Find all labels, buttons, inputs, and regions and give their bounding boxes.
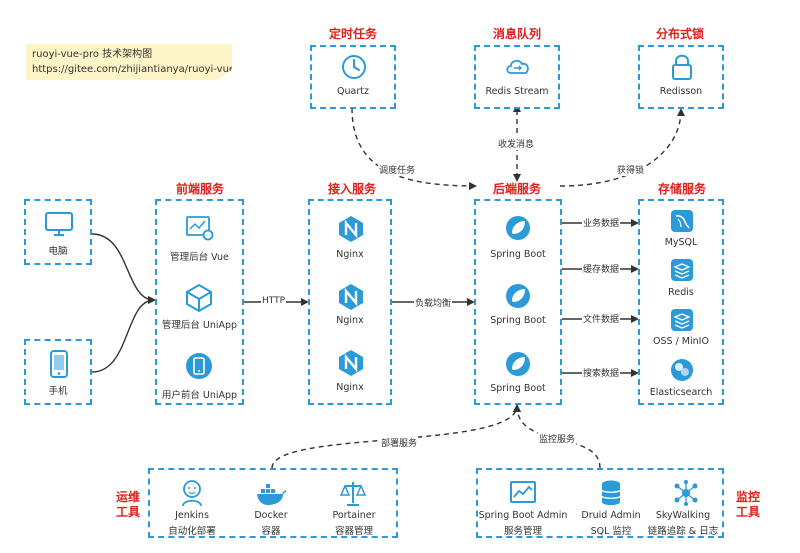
frontend-item-uniapp-user: 用户前台 UniApp (161, 390, 238, 401)
storage-title: 存储服务 (657, 182, 706, 196)
quartz-label: Quartz (337, 86, 369, 97)
cube-icon (186, 283, 212, 313)
monitor-icon (45, 212, 73, 236)
edge-label-deploy: 部署服务 (380, 436, 419, 449)
edge-label-schedule: 调度任务 (378, 163, 417, 176)
chart-window-icon (510, 481, 536, 503)
mobile-app-icon (186, 353, 212, 379)
druid-admin-desc: SQL 监控 (590, 526, 632, 537)
nginx-label-1: Nginx (336, 249, 364, 260)
database-icon (601, 480, 621, 505)
monitoring-title-line2: 工具 (735, 505, 760, 519)
storage-box: MySQL Redis OSS / MinIO Elasticsearch (638, 199, 724, 405)
client-phone-box: 手机 (24, 339, 92, 405)
group-title-mq: 消息队列 (492, 27, 541, 41)
lock-icon (672, 54, 692, 80)
nginx-label-2: Nginx (336, 315, 364, 326)
portainer-desc: 容器管理 (334, 526, 373, 537)
oss-storage-icon (671, 309, 693, 331)
ops-title-line1: 运维 (115, 490, 140, 504)
nginx-icon (339, 284, 363, 310)
druid-admin-label: Druid Admin (581, 510, 641, 521)
note-url: https://gitee.com/zhijiantianya/ruoyi-vu… (32, 64, 256, 75)
group-title-scheduler: 定时任务 (328, 27, 377, 41)
gateway-title: 接入服务 (327, 182, 376, 196)
note-title: ruoyi-vue-pro 技术架构图 (32, 49, 153, 60)
edge-label-cache-data: 缓存数据 (582, 262, 621, 275)
mysql-icon (671, 210, 693, 232)
spring-boot-icon (506, 352, 530, 376)
redis-label: Redis (668, 287, 694, 298)
nginx-icon (339, 350, 363, 376)
frontend-title: 前端服务 (175, 182, 224, 196)
monitoring-title: 监控 工具 (728, 490, 768, 520)
redisson-label: Redisson (659, 86, 703, 97)
network-icon (674, 480, 698, 506)
spring-boot-label-2: Spring Boot (490, 315, 546, 326)
spring-boot-label-3: Spring Boot (490, 383, 546, 394)
admin-dashboard-icon (186, 216, 214, 241)
ops-tools-box: Jenkins 自动化部署 Docker 容器 Portainer 容器管理 (148, 468, 398, 538)
ops-title-line2: 工具 (115, 505, 140, 519)
edge-label-acquire-lock: 获得锁 (616, 163, 646, 176)
clock-icon (342, 55, 366, 79)
spring-boot-label-1: Spring Boot (490, 249, 546, 260)
redis-icon (671, 259, 693, 281)
docker-icon (257, 484, 287, 505)
backend-title: 后端服务 (492, 182, 541, 196)
skywalking-label: SkyWalking (655, 510, 711, 521)
portainer-label: Portainer (332, 510, 376, 521)
docker-label: Docker (254, 510, 288, 521)
edge-label-file-data: 文件数据 (582, 312, 621, 325)
edge-label-send-receive: 收发消息 (497, 137, 536, 150)
frontend-item-vue: 管理后台 Vue (170, 252, 229, 263)
ops-title: 运维 工具 (108, 490, 148, 520)
monitoring-tools-box: Spring Boot Admin 服务管理 Druid Admin SQL 监… (476, 468, 724, 538)
scheduler-box: Quartz (310, 45, 396, 109)
monitoring-title-line1: 监控 (735, 490, 760, 504)
jenkins-icon (182, 480, 202, 507)
cloud-sync-icon (506, 59, 529, 74)
lock-box: Redisson (638, 45, 724, 109)
backend-box: Spring Boot Spring Boot Spring Boot (474, 199, 562, 405)
phone-icon (50, 350, 68, 378)
group-title-lock: 分布式锁 (655, 27, 704, 41)
sticky-note: ruoyi-vue-pro 技术架构图 https://gitee.com/zh… (26, 44, 232, 80)
client-pc-box: 电脑 (24, 199, 92, 265)
nginx-icon (339, 216, 363, 242)
spring-boot-icon (506, 216, 530, 240)
spring-boot-admin-label: Spring Boot Admin (478, 510, 568, 521)
edge-label-monitor: 监控服务 (538, 432, 577, 445)
client-phone-label: 手机 (48, 386, 68, 397)
edge-label-load-balance: 负载均衡 (414, 296, 453, 309)
edge-label-search-data: 搜索数据 (582, 366, 621, 379)
spring-boot-admin-desc: 服务管理 (503, 526, 542, 537)
frontend-box: 管理后台 Vue 管理后台 UniApp 用户前台 UniApp (155, 199, 244, 405)
jenkins-desc: 自动化部署 (168, 526, 216, 537)
jenkins-label: Jenkins (175, 510, 209, 521)
gateway-box: Nginx Nginx Nginx (308, 199, 392, 405)
elasticsearch-label: Elasticsearch (649, 387, 713, 398)
edge-label-business-data: 业务数据 (582, 216, 621, 229)
oss-minio-label: OSS / MinIO (653, 336, 709, 347)
edge-label-http: HTTP (261, 296, 287, 306)
spring-boot-icon (506, 284, 530, 308)
scales-icon (339, 482, 367, 506)
frontend-item-uniapp-admin: 管理后台 UniApp (161, 320, 238, 331)
mysql-label: MySQL (664, 237, 698, 248)
redis-stream-label: Redis Stream (485, 86, 549, 97)
elasticsearch-icon (671, 359, 693, 381)
client-pc-label: 电脑 (48, 246, 68, 257)
mq-box: Redis Stream (474, 45, 560, 109)
docker-desc: 容器 (261, 526, 281, 537)
skywalking-desc: 链路追踪 & 日志 (647, 526, 719, 537)
nginx-label-3: Nginx (336, 382, 364, 393)
